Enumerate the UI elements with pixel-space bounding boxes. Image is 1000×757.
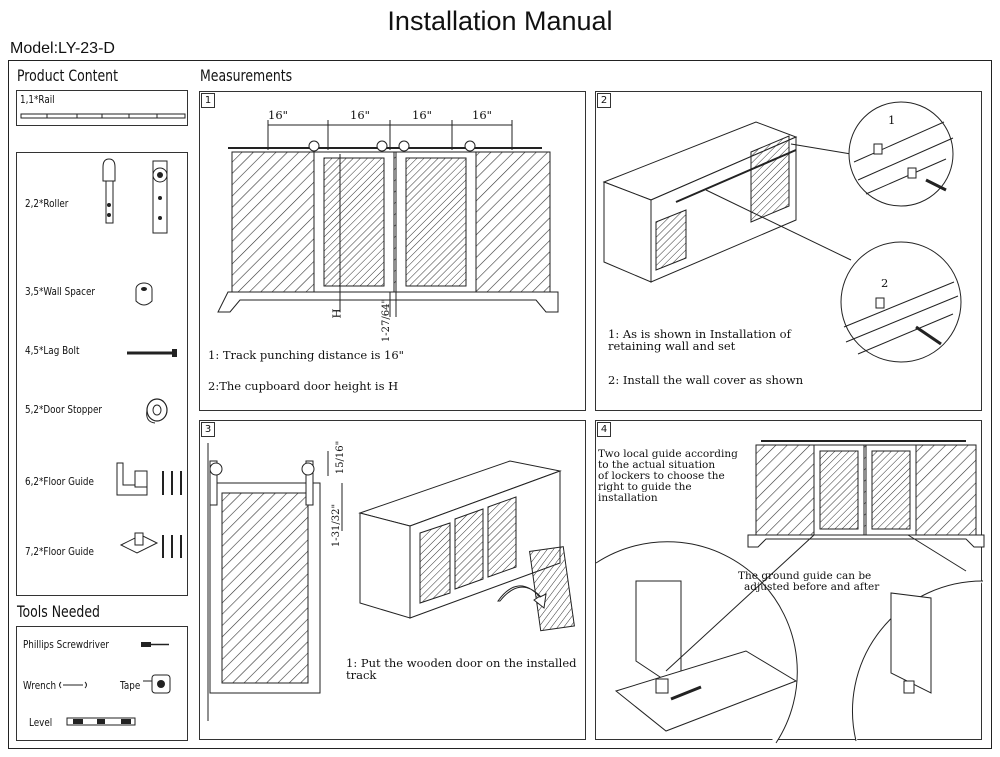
parts-box: 2,2*Roller [16,152,188,596]
panel-4-number: 4 [597,422,611,437]
panel-4: 4 Two local guide according to the actua… [595,420,985,744]
wall-spacer-icon [135,282,153,306]
panel-3-note-1: 1: Put the wooden door on the installed [346,656,577,670]
lag-bolt-icon [127,349,177,357]
parts-illustrations [102,158,182,558]
tools-box: Phillips Screwdriver Wrench Tape Level [16,626,188,741]
panel-1-number: 1 [201,93,215,108]
cabinet-front-diagram [217,120,559,317]
panel-4-note-3: of lockers to choose the [598,470,725,482]
panel-3: 3 15/16" 1-31/32" 1: Put the wooden door… [199,420,586,740]
ground-guide-note-2: adjusted before and after [744,581,880,593]
dim-2: 16" [350,108,370,122]
level-label: Level [29,716,53,729]
dim-1: 16" [268,108,288,122]
wrench-icon [59,681,87,689]
tool-illustrations [59,642,171,726]
product-content-heading: Product Content [17,66,118,85]
panel-4-note-2: to the actual situation [598,459,716,471]
panel-2-note-1: 1: As is shown in Installation of [608,327,791,341]
callout-1: 1 [888,113,896,127]
dim-4: 16" [472,108,492,122]
panel-4-note-1: Two local guide according [598,448,738,460]
panel-1: 1 16" 16" 16" 16" H 1-27/64" 1: Track pu… [199,91,586,411]
panel-4-note-4: right to guide the [598,481,692,493]
screwdriver-icon [141,642,169,647]
panel-3-note-2: track [346,668,377,682]
floor-guide-flat-icon [119,532,182,558]
height-label: H [329,308,344,319]
wall-spacer-label: 3,5*Wall Spacer [25,285,96,298]
tape-measure-icon [143,674,171,694]
panel-2-note-3: 2: Install the wall cover as shown [608,373,804,387]
lag-bolt-label: 4,5*Lag Bolt [25,344,80,357]
floor-guide-icon [116,462,182,496]
measurements-heading: Measurements [200,66,293,85]
dim-3: 16" [412,108,432,122]
offset-label: 15/16" [335,440,347,475]
rail-box: 1,1*Rail [16,90,188,126]
panel-1-note-2: 2:The cupboard door height is H [208,379,399,393]
manual-frame [8,60,992,749]
screwdriver-label: Phillips Screwdriver [23,638,109,651]
roller-label: 2,2*Roller [25,197,69,210]
rail-label: 1,1*Rail [20,93,55,106]
door-hang-diagram [207,443,575,721]
rail-icon [20,113,186,119]
floor-guide-diagram [595,440,985,744]
panel-4-note-5: installation [598,492,658,504]
wall-spacer-install-diagram [602,101,962,363]
tape-label: Tape [120,679,141,692]
ground-guide-note-1: The ground guide can be [738,570,872,582]
page-title: Installation Manual [387,6,613,36]
panel-2-number: 2 [597,93,611,108]
roller-icon [102,158,168,234]
model-number: Model:LY-23-D [10,40,115,57]
door-stopper-label: 5,2*Door Stopper [25,403,102,416]
panel-1-note-1: 1: Track punching distance is 16" [208,348,404,362]
gap-label: 1-27/64" [381,298,393,343]
wrench-label: Wrench [23,679,57,692]
callout-2: 2 [881,276,889,290]
panel-2-note-2: retaining wall and set [608,339,736,353]
clearance-label: 1-31/32" [331,503,343,548]
level-icon [66,717,136,726]
tools-heading: Tools Needed [17,602,100,621]
floor-guide-6-label: 6,2*Floor Guide [25,475,94,488]
panel-2: 2 1 2 1: As is shown in Installation of … [595,91,982,411]
panel-3-number: 3 [201,422,215,437]
floor-guide-7-label: 7,2*Floor Guide [25,545,94,558]
door-stopper-icon [146,398,168,424]
